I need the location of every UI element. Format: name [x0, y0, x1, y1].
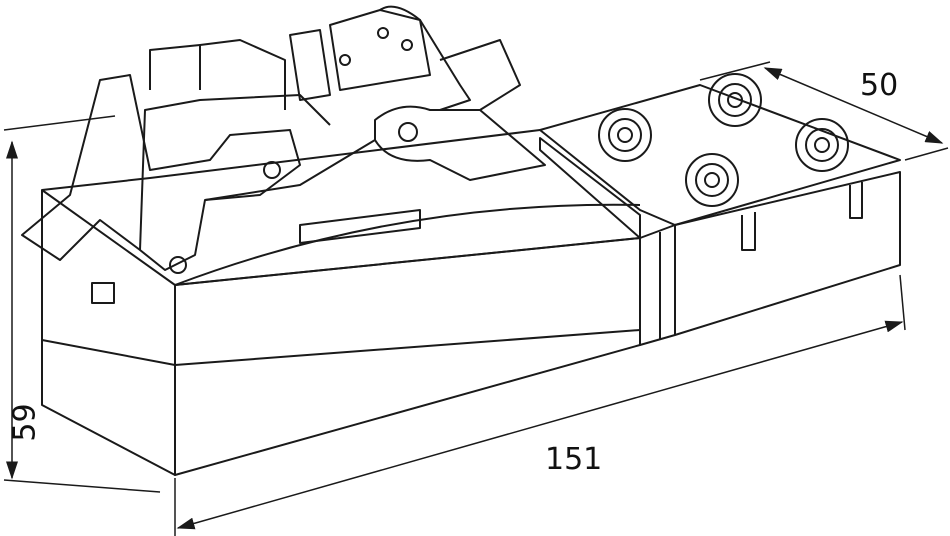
io-module: [539, 73, 901, 251]
dimension-50: [699, 61, 949, 161]
connector-plug: [21, 5, 546, 274]
dimension-151: [174, 274, 906, 536]
housing-top: [41, 129, 641, 286]
housing-base: [41, 171, 901, 476]
dimension-height-label: 59: [7, 403, 43, 442]
dimension-length-label: 151: [545, 442, 603, 477]
dimension-depth-label: 50: [860, 68, 899, 103]
m12-connector: [598, 73, 849, 207]
dimension-59: [3, 115, 161, 493]
